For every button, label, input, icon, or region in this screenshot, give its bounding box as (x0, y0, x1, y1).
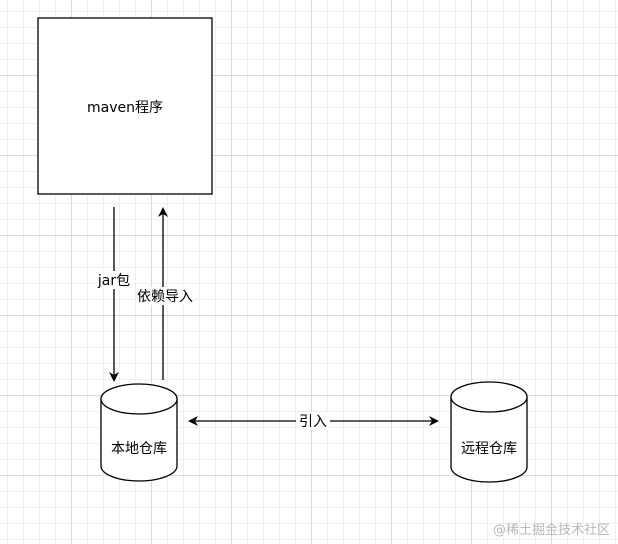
watermark: @稀土掘金技术社区 (492, 523, 610, 538)
local-repo-label: 本地仓库 (111, 441, 167, 457)
remote-repo-node[interactable]: 远程仓库 (450, 381, 528, 483)
local-repo-cylinder-body (100, 399, 178, 482)
import-label-bg (296, 412, 330, 430)
jar-package-label-bg (96, 271, 132, 289)
remote-repo-label: 远程仓库 (461, 441, 517, 457)
local-repo-node[interactable]: 本地仓库 (100, 383, 178, 482)
maven-program-node[interactable]: maven程序 (37, 17, 213, 195)
import-label: 引入 (299, 414, 327, 430)
maven-program-box (37, 17, 213, 195)
dependency-import-edge[interactable]: 依赖导入 (136, 207, 194, 380)
jar-package-edge[interactable]: jar包 (96, 207, 132, 382)
dependency-import-label-bg (136, 287, 194, 305)
remote-repo-cylinder-body (450, 397, 528, 483)
jar-package-label: jar包 (97, 273, 130, 289)
local-repo-cylinder-top (100, 383, 178, 415)
import-edge[interactable]: 引入 (188, 412, 439, 430)
dependency-import-label: 依赖导入 (137, 289, 193, 305)
remote-repo-cylinder-top (450, 381, 528, 413)
maven-program-label: maven程序 (87, 100, 163, 116)
